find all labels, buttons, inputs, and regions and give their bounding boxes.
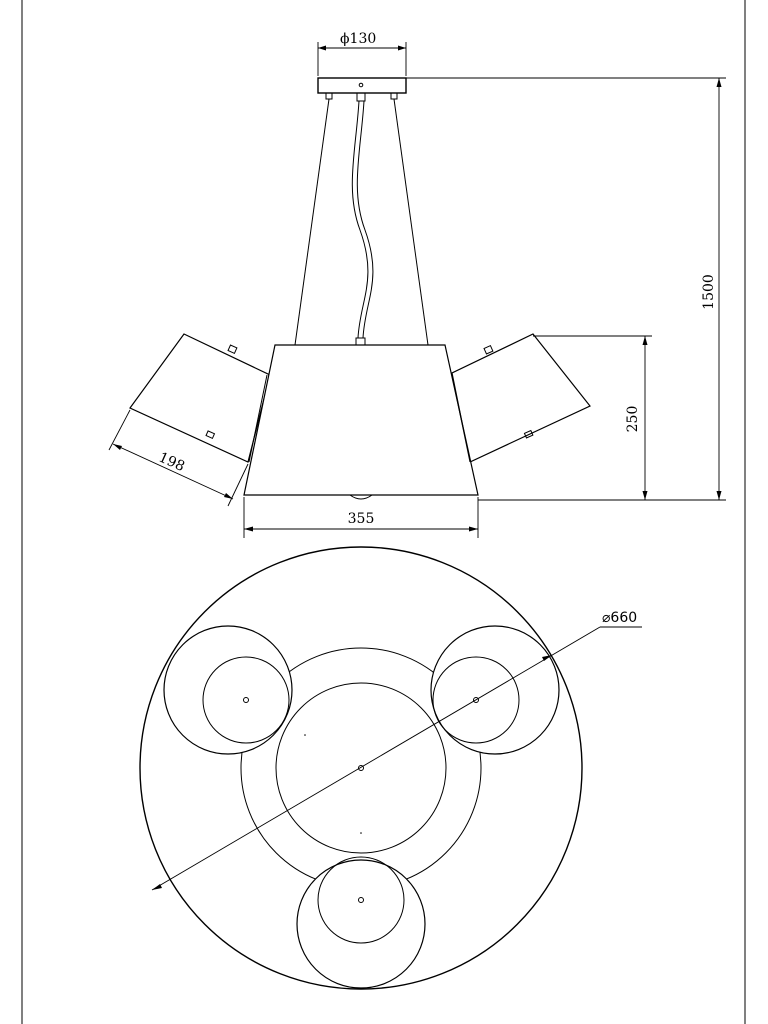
dimension-shade-width: 355 bbox=[243, 497, 479, 538]
right-side-shade bbox=[451, 333, 591, 463]
central-shade bbox=[243, 344, 479, 500]
side-elevation-view: ϕ130 1500 250 355 bbox=[108, 31, 726, 538]
overall-outline-circle bbox=[139, 546, 583, 990]
dimension-shade-height: 250 bbox=[533, 335, 652, 500]
right-shade-plan bbox=[430, 625, 560, 755]
left-shade-plan bbox=[163, 625, 293, 755]
overall-height-label: 1500 bbox=[701, 274, 717, 310]
dimension-overall-height: 1500 bbox=[406, 77, 726, 501]
canopy-diameter-label: ϕ130 bbox=[340, 31, 376, 47]
ceiling-canopy bbox=[317, 77, 407, 102]
center-point bbox=[358, 765, 364, 771]
central-shade-inner-circle bbox=[275, 682, 447, 854]
bottom-shade-plan bbox=[296, 856, 426, 989]
plan-view: ⌀660 bbox=[139, 546, 642, 990]
dimension-overall-diameter: ⌀660 bbox=[151, 610, 642, 891]
dimension-canopy-diameter: ϕ130 bbox=[317, 31, 407, 76]
sheet-frame bbox=[21, 0, 746, 1024]
suspension-wires bbox=[294, 98, 429, 346]
overall-diameter-label: ⌀660 bbox=[602, 610, 637, 626]
left-side-shade bbox=[129, 333, 271, 463]
shade-width-label: 355 bbox=[348, 511, 375, 527]
shade-height-label: 250 bbox=[625, 406, 641, 433]
